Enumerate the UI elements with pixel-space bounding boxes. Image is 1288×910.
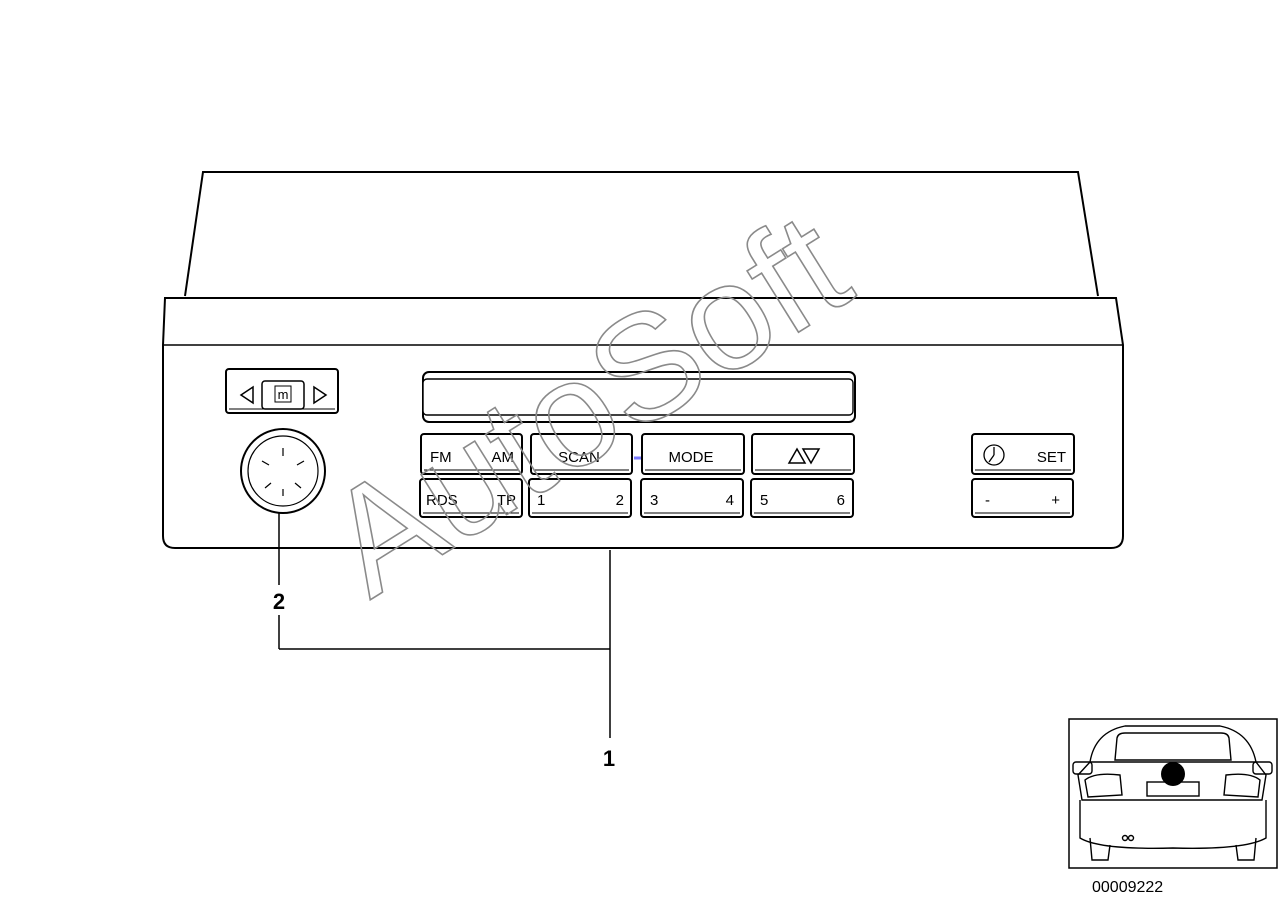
arrow-right-icon[interactable] [313,385,328,405]
minus-label: - [985,492,990,509]
mode-button[interactable]: MODE [641,433,745,475]
nav-rocker[interactable]: m [225,368,339,414]
callout-2: 2 [273,589,285,614]
arrow-left-icon[interactable] [239,385,254,405]
fm-am-button[interactable]: FM AM [420,433,523,475]
preset-1-label: 1 [537,492,545,509]
seek-down-icon [801,448,821,465]
rds-tp-button[interactable]: RDS TP [419,478,523,518]
fm-label: FM [430,449,452,466]
minus-plus-button[interactable]: - + [971,478,1074,518]
preset-6-label: 6 [837,492,845,509]
preset-2-label: 2 [616,492,624,509]
seek-up-icon [787,447,807,464]
preset-5-6-button[interactable]: 5 6 [750,478,854,518]
display-window [422,371,856,423]
location-marker-icon [1161,762,1185,786]
car-rear-view-icon [1072,725,1273,861]
volume-knob[interactable] [240,428,326,514]
preset-3-label: 3 [650,492,658,509]
preset-4-label: 4 [726,492,734,509]
clock-set-button[interactable]: SET [971,433,1075,475]
am-label: AM [492,449,515,466]
scan-label: SCAN [558,449,600,466]
preset-5-label: 5 [760,492,768,509]
nav-center-label: m [278,387,289,402]
scan-button[interactable]: SCAN [530,433,633,475]
leader-lines [278,513,611,738]
radio-chassis [162,171,1124,549]
plus-label: + [1051,492,1060,509]
tp-label: TP [497,492,516,509]
part-number: 00009222 [1092,879,1163,896]
knob-tick-marks [261,448,305,496]
preset-3-4-button[interactable]: 3 4 [640,478,744,518]
seek-button[interactable] [751,433,855,475]
clock-icon [983,444,1005,466]
car-location-thumbnail [1068,718,1278,869]
set-label: SET [1037,449,1066,466]
rds-label: RDS [426,492,458,509]
callout-1: 1 [603,746,615,771]
mode-label: MODE [669,449,714,466]
nav-center-button[interactable] [261,380,305,410]
preset-1-2-button[interactable]: 1 2 [528,478,632,518]
